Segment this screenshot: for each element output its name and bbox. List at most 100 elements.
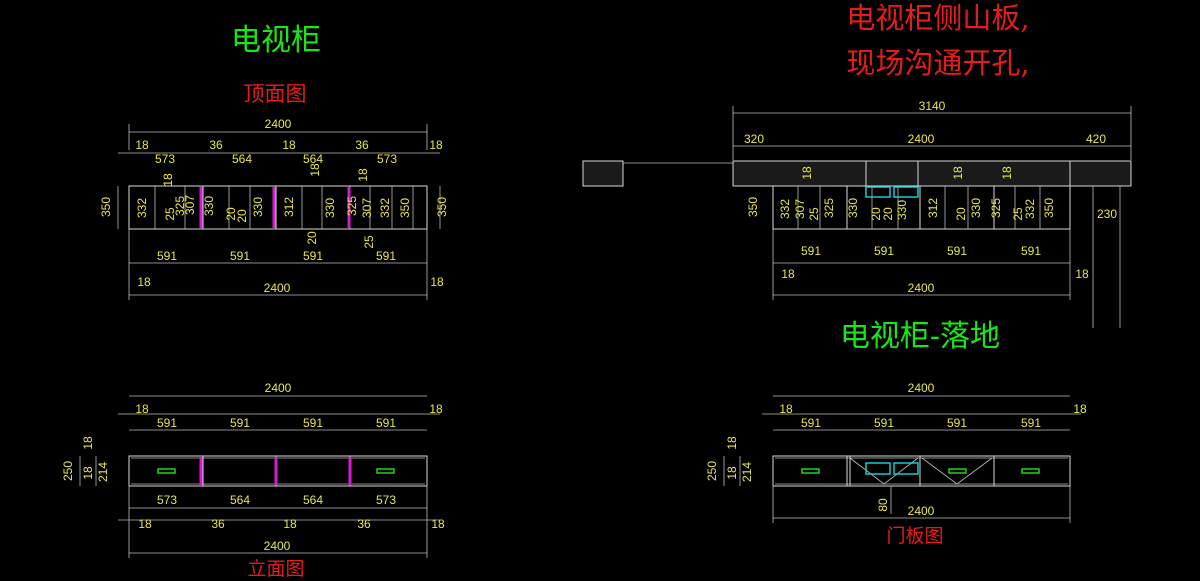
dim-inner: 330 <box>969 198 983 218</box>
dim-gap: 80 <box>876 498 890 512</box>
dim-inner: 25 <box>807 207 821 221</box>
handle <box>948 468 967 474</box>
dim-span: 573 <box>377 152 397 166</box>
dim-height: 18 <box>725 466 739 480</box>
title-tv-cabinet: 电视柜 <box>231 23 321 58</box>
dim-inner: 325 <box>822 198 836 218</box>
dim-edge-right: 18 <box>429 138 443 152</box>
dim-inner: 20 <box>224 207 238 221</box>
dim-inner: 330 <box>846 198 860 218</box>
dim-bay: 591 <box>157 249 177 263</box>
dim-overall-top: 2400 <box>265 117 292 131</box>
dim-inner: 330 <box>323 198 337 218</box>
dim-span: 36 <box>355 138 369 152</box>
dim-bay-gap: 18 <box>308 163 322 177</box>
dim-height: 214 <box>96 462 110 482</box>
dim-small: 18 <box>951 166 965 180</box>
dim-inner: 325 <box>345 196 359 216</box>
dim-edge-left: 18 <box>781 267 795 281</box>
dim-depth-left: 350 <box>99 197 113 217</box>
dim-overall-bottom: 2400 <box>264 281 291 295</box>
dim-span: 573 <box>155 152 175 166</box>
cabinet-front-outline <box>128 455 428 487</box>
dim-inner: 307 <box>793 199 807 219</box>
dim-bottom-edge-right: 18 <box>430 275 444 289</box>
dim-edge-left: 18 <box>135 402 149 416</box>
dim-inner: 20 <box>305 231 319 245</box>
dim-span: 18 <box>282 138 296 152</box>
dim-inner: 330 <box>202 196 216 216</box>
dim-bay: 591 <box>303 416 323 430</box>
dim-span: 36 <box>209 138 223 152</box>
dim-inner: 330 <box>251 197 265 217</box>
dim-edge-right: 18 <box>1073 402 1087 416</box>
dim-span: 573 <box>376 493 396 507</box>
view-label-elevation: 立面图 <box>247 558 304 580</box>
dim-bay: 591 <box>157 416 177 430</box>
right-door-view: 2400 18 18 591 591 591 591 18 18 214 250… <box>705 381 1087 523</box>
socket-box <box>865 462 891 475</box>
dim-inner: 20 <box>235 209 249 223</box>
dim-depth-right: 350 <box>435 197 449 217</box>
dim-overall: 3140 <box>919 99 946 113</box>
dim-inner: 332 <box>378 198 392 218</box>
door-swing-mark <box>921 457 993 485</box>
dim-edge-right: 18 <box>1075 267 1089 281</box>
dim-depth: 350 <box>746 197 760 217</box>
dim-inner: 330 <box>895 200 909 220</box>
dim-small: 18 <box>1000 166 1014 180</box>
dim-inner: 325 <box>989 198 1003 218</box>
right-top-view: 3140 320 2400 420 18 18 18 350 332 307 2… <box>582 99 1132 328</box>
dim-overall-bottom: 2400 <box>908 281 935 295</box>
dim-bay: 591 <box>230 249 250 263</box>
dim-left: 320 <box>744 132 764 146</box>
dim-bottom-edge-left: 18 <box>137 275 151 289</box>
handle <box>376 468 395 474</box>
dim-height: 18 <box>725 436 739 450</box>
dim-gap: 18 <box>138 517 152 531</box>
dim-span: 564 <box>303 152 323 166</box>
dim-bay-gap: 18 <box>161 173 175 187</box>
dim-bay: 591 <box>801 416 821 430</box>
dim-right: 420 <box>1086 132 1106 146</box>
cabinet-top-outline <box>772 185 1071 230</box>
dim-inner: 20 <box>869 207 883 221</box>
dim-inner: 332 <box>778 199 792 219</box>
dim-inner: 312 <box>282 197 296 217</box>
view-label-top: 顶面图 <box>244 82 307 106</box>
dim-gap: 36 <box>357 517 371 531</box>
top-view: 2400 18 18 573 36 564 18 564 36 573 18 1… <box>99 117 449 300</box>
socket-box <box>893 462 919 475</box>
dim-height: 18 <box>81 466 95 480</box>
dim-bay: 591 <box>874 244 894 258</box>
handle <box>801 468 820 474</box>
dim-bay: 591 <box>801 244 821 258</box>
dim-bay-gap: 18 <box>356 168 370 182</box>
socket-box <box>893 186 919 198</box>
wall-section <box>582 160 624 187</box>
handle <box>1021 468 1040 474</box>
dim-span: 564 <box>232 152 252 166</box>
dim-height: 250 <box>61 461 75 481</box>
dim-gap: 18 <box>283 517 297 531</box>
dim-overall-top: 2400 <box>908 381 935 395</box>
countertop-slab <box>732 160 1132 187</box>
dim-height: 214 <box>740 462 754 482</box>
dim-span: 564 <box>303 493 323 507</box>
dim-inner: 25 <box>1011 207 1025 221</box>
dim-bay: 591 <box>376 249 396 263</box>
door-swing-mark <box>849 457 919 485</box>
dim-bay: 591 <box>874 416 894 430</box>
dim-bay: 591 <box>1021 416 1041 430</box>
dim-bay: 591 <box>376 416 396 430</box>
dim-inner: 25 <box>362 235 376 249</box>
dim-inner: 325 <box>173 196 187 216</box>
dim-gap: 18 <box>431 517 445 531</box>
dim-inner: 332 <box>1023 199 1037 219</box>
dim-height: 250 <box>705 461 719 481</box>
dim-inner: 20 <box>954 207 968 221</box>
dim-bay: 591 <box>947 244 967 258</box>
dim-bay: 591 <box>303 249 323 263</box>
dim-inner: 307 <box>183 195 197 215</box>
